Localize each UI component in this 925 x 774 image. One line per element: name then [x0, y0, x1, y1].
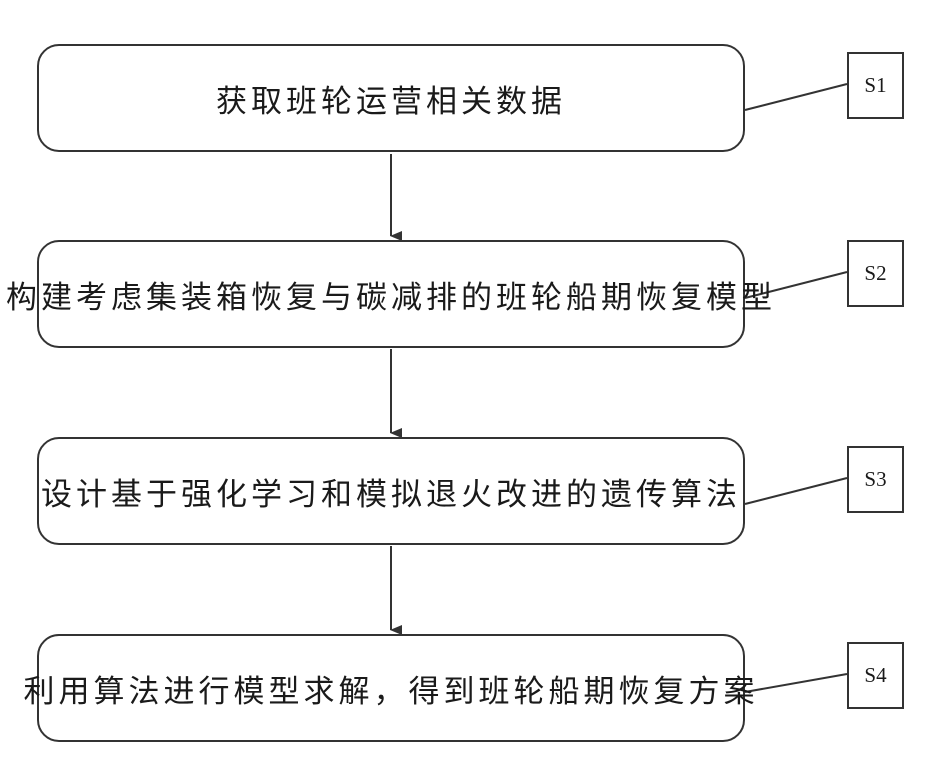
- step-box-s1: 获取班轮运营相关数据: [37, 44, 745, 152]
- step-tag-label-s3: S3: [864, 467, 886, 492]
- leader-line-s1: [745, 84, 847, 110]
- leader-line-s3: [745, 478, 847, 504]
- step-tag-s2: S2: [847, 240, 904, 307]
- step-box-s4: 利用算法进行模型求解，得到班轮船期恢复方案: [37, 634, 745, 742]
- step-tag-label-s4: S4: [864, 663, 886, 688]
- step-tag-s3: S3: [847, 446, 904, 513]
- step-tag-s4: S4: [847, 642, 904, 709]
- step-text-s2: 构建考虑集装箱恢复与碳减排的班轮船期恢复模型: [6, 272, 776, 317]
- step-text-s3: 设计基于强化学习和模拟退火改进的遗传算法: [41, 469, 741, 514]
- step-text-s1: 获取班轮运营相关数据: [216, 76, 566, 121]
- step-tag-label-s2: S2: [864, 261, 886, 286]
- step-tag-s1: S1: [847, 52, 904, 119]
- step-box-s3: 设计基于强化学习和模拟退火改进的遗传算法: [37, 437, 745, 545]
- leader-line-s4: [745, 674, 847, 692]
- step-box-s2: 构建考虑集装箱恢复与碳减排的班轮船期恢复模型: [37, 240, 745, 348]
- step-tag-label-s1: S1: [864, 73, 886, 98]
- step-text-s4: 利用算法进行模型求解，得到班轮船期恢复方案: [24, 666, 759, 711]
